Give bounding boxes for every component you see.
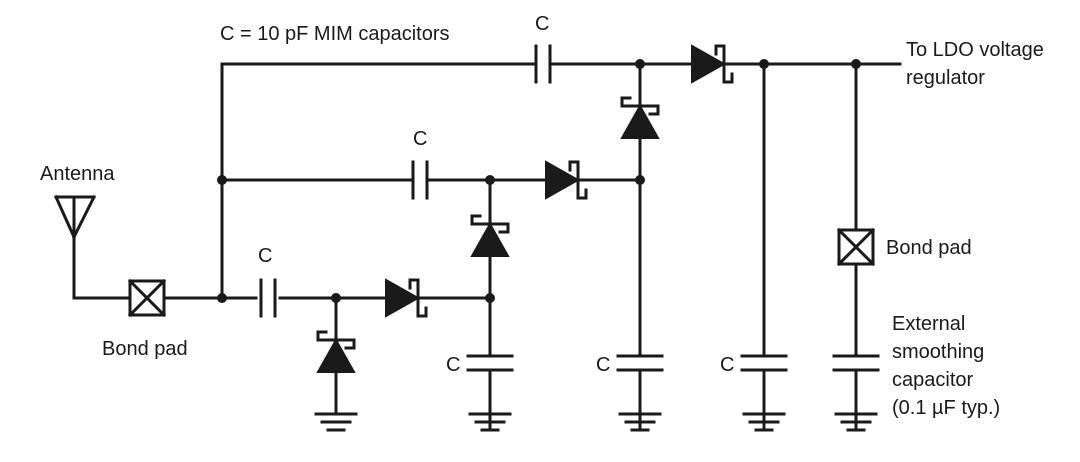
ground-icon (314, 412, 358, 432)
cap-gap (537, 50, 549, 78)
external-cap-label: capacitor (892, 369, 973, 391)
junction-dot (217, 175, 227, 185)
schottky-diode-icon (544, 160, 588, 200)
schottky-diode-icon (384, 278, 428, 318)
antenna-icon (54, 194, 97, 240)
external-cap-label: External (892, 313, 965, 335)
junction-dot (635, 59, 645, 69)
schottky-diode-icon (620, 96, 660, 140)
antenna-label: Antenna (40, 163, 115, 185)
junction-dot (759, 59, 769, 69)
junction-dot (635, 175, 645, 185)
cap-gap (616, 357, 664, 369)
junction-dot (485, 293, 495, 303)
junction-dot (485, 175, 495, 185)
bond-pad-icon (836, 227, 876, 267)
external-cap-label: (0.1 µF typ.) (892, 397, 1000, 419)
cap-gap (260, 284, 276, 312)
output-label: To LDO voltage (906, 39, 1044, 61)
cap-label: C (720, 354, 734, 376)
schottky-diode-icon (316, 330, 356, 374)
junction-dot (851, 59, 861, 69)
junction-dot (331, 293, 341, 303)
cap-gap (832, 357, 880, 369)
cap-gap (740, 357, 788, 369)
cap-label: C (535, 13, 549, 35)
bond-pad-label: Bond pad (886, 237, 972, 259)
cap-label: C (446, 354, 460, 376)
junction-dot (217, 293, 227, 303)
antenna-feed-wire (72, 235, 132, 300)
external-cap-label: smoothing (892, 341, 984, 363)
schottky-diode-icon (690, 44, 734, 84)
cap-label: C (596, 354, 610, 376)
schottky-diode-icon (470, 214, 510, 258)
cap-note-label: C = 10 pF MIM capacitors (220, 23, 450, 45)
bond-pad-label: Bond pad (102, 338, 188, 360)
cap-label: C (258, 245, 272, 267)
cap-gap (414, 166, 426, 194)
cap-gap (466, 357, 514, 369)
output-label: regulator (906, 67, 985, 89)
cap-label: C (413, 128, 427, 150)
bond-pad-icon (127, 278, 167, 318)
